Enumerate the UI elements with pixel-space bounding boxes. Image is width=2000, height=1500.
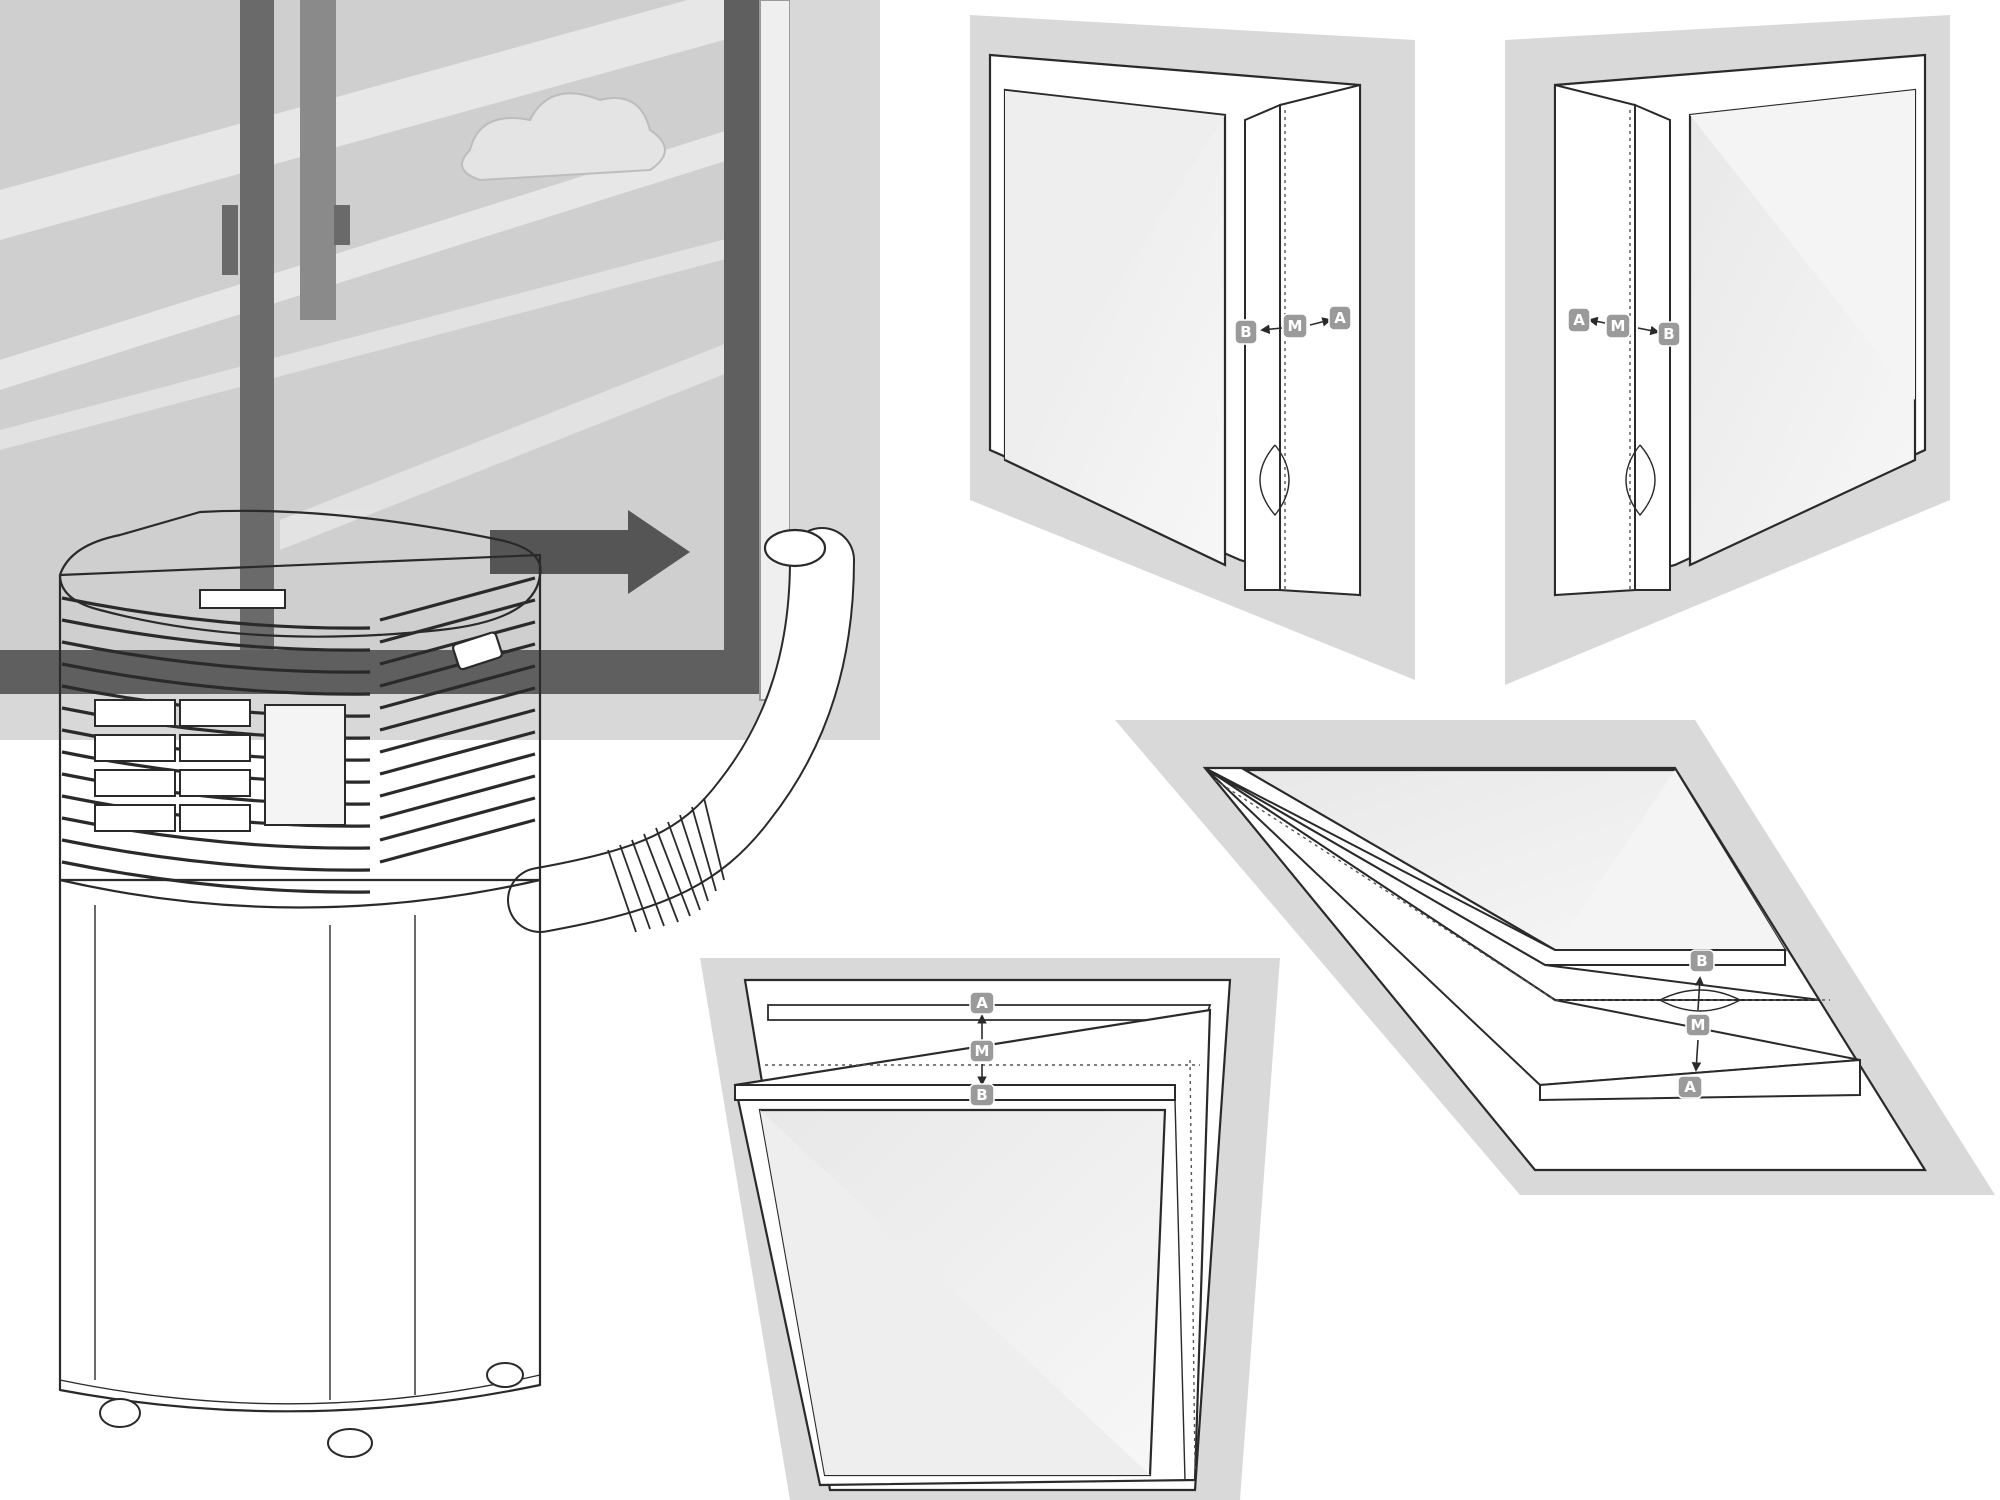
badge-b-label: B [1240,323,1251,341]
badge-a-2: A [1567,307,1591,333]
badge-b-3: B [969,1083,995,1107]
badge-m-3-label: M [975,1042,990,1060]
glass-glare [0,0,760,550]
badge-m-2-label: M [1611,317,1626,335]
badge-a-3-label: A [976,994,988,1012]
arrow-to-a-2 [1588,316,1606,327]
badge-b-3-label: B [976,1086,987,1104]
arrow-to-a [1309,317,1332,327]
window-handle-right [334,205,350,245]
arrow-to-b [1260,324,1283,335]
window-panel-4: B M A [1115,720,1995,1195]
badge-m-2: M [1605,313,1631,339]
window-handle-left [222,205,238,275]
badge-m: M [1282,313,1308,339]
badge-b-2-label: B [1663,325,1674,343]
window-frame-right [724,0,760,690]
badge-b: B [1234,319,1258,345]
badge-a-4-label: A [1684,1078,1696,1096]
side-handle [451,631,503,671]
badge-m-4: M [1685,1013,1711,1037]
window-frame-bottom [0,650,760,694]
window-scene [0,0,880,1458]
arrow-to-a-4 [1691,1039,1702,1072]
badge-a-2-label: A [1573,311,1585,329]
badge-m-label: M [1288,317,1303,335]
badge-b-2: B [1657,321,1681,347]
window-panel-3: A M B [700,958,1280,1500]
badge-a-3: A [969,991,995,1015]
arrow-to-b-4 [1694,976,1705,1011]
badge-a-4: A [1677,1075,1703,1099]
badge-b-4: B [1689,949,1715,973]
window-panel-1: B M A [970,15,1415,680]
window-mullion-left [240,0,274,690]
window-seal-strip [759,0,791,701]
direction-arrow-icon [490,510,690,594]
window-mullion-right [300,0,336,320]
top-vent [199,589,286,609]
exhaust-hose [507,527,855,933]
badge-m-4-label: M [1691,1016,1706,1034]
badge-m-3: M [969,1039,995,1063]
badge-a: A [1328,305,1352,331]
badge-b-4-label: B [1696,952,1707,970]
arrow-to-b-2 [1637,325,1660,336]
air-conditioner-unit [58,509,542,1458]
badge-a-label: A [1334,309,1346,327]
control-panel [94,699,346,832]
window-panel-2: A M B [1505,15,1950,685]
cloud-icon [461,92,666,182]
